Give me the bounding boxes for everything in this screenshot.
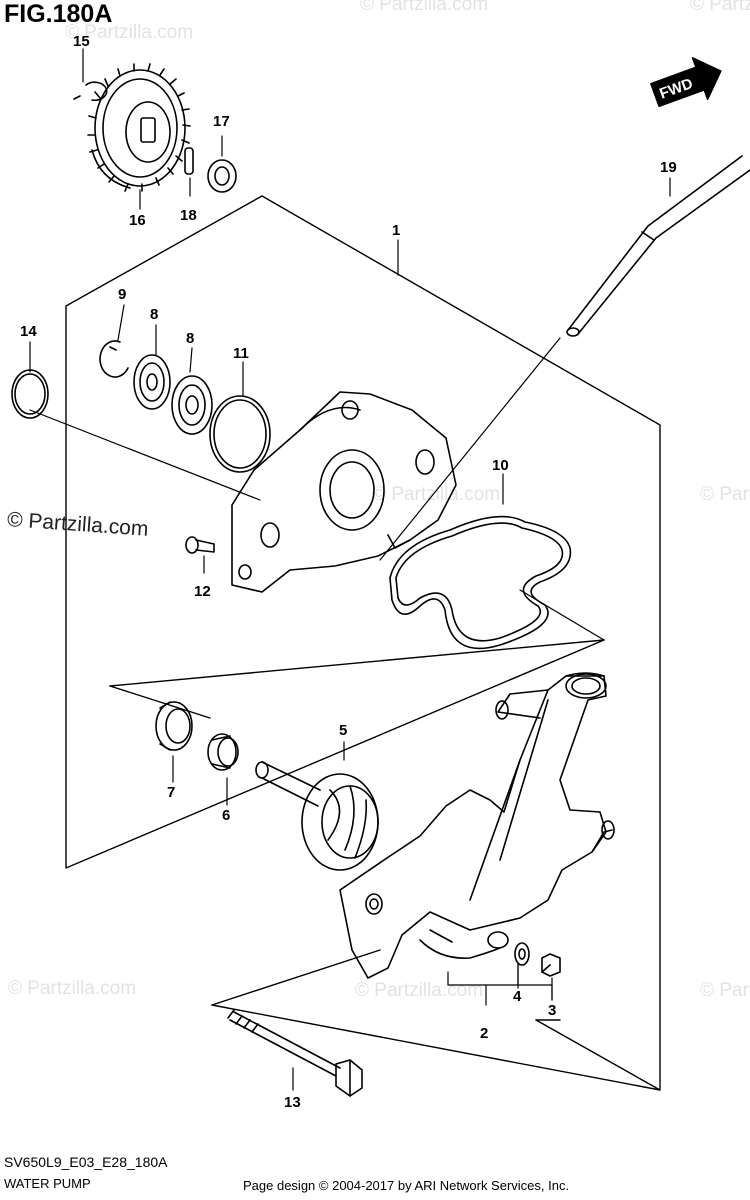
watermark: © Partzilla.com (700, 484, 750, 505)
part-1-pump-cover (231, 391, 457, 593)
page-credit: Page design © 2004-2017 by ARI Network S… (243, 1178, 570, 1193)
part-12-bolt (185, 536, 215, 554)
callout-19: 19 (660, 159, 677, 176)
part-8-bearing (171, 375, 213, 435)
callout-8b: 8 (186, 330, 195, 347)
callout-8a: 8 (150, 306, 159, 323)
figure-name: WATER PUMP (4, 1176, 91, 1191)
callout-1: 1 (392, 222, 401, 239)
part-11-o-ring (209, 395, 271, 473)
part-5-impeller-shaft (255, 761, 379, 871)
part-7-oil-seal (155, 701, 193, 751)
watermark: © Partzilla.com (65, 22, 194, 43)
watermark: © Partzilla.com (372, 484, 501, 505)
callout-12: 12 (194, 583, 211, 600)
callout-16: 16 (129, 212, 146, 229)
callout-10: 10 (492, 457, 509, 474)
callout-3: 3 (548, 1002, 557, 1019)
callout-5: 5 (339, 722, 348, 739)
watermark: © Partzilla.com (360, 0, 489, 15)
callout-11: 11 (233, 345, 249, 362)
callout-17: 17 (213, 113, 230, 130)
part-10-gasket (389, 515, 572, 650)
callout-4: 4 (513, 988, 522, 1005)
callout-18: 18 (180, 207, 197, 224)
leader-lines (29, 48, 671, 1091)
watermark: © Partzilla.com (690, 0, 750, 15)
fwd-arrow-icon: FWD (650, 57, 722, 108)
part-18-pin (184, 147, 194, 175)
assembly-outline (65, 195, 661, 1091)
part-13-long-bolt (227, 1009, 363, 1097)
callout-14: 14 (20, 323, 37, 340)
callout-bracket (447, 963, 553, 1001)
watermark: © Partzilla.com (700, 980, 750, 1001)
part-6-mechanical-seal (207, 733, 239, 771)
part-19-hose (566, 155, 750, 337)
callout-13: 13 (284, 1094, 301, 1111)
part-2-pump-body (339, 672, 615, 979)
callout-9: 9 (118, 286, 127, 303)
callout-7: 7 (167, 784, 176, 801)
part-16-drive-gear (87, 63, 191, 192)
figure-code: SV650L9_E03_E28_180A (4, 1154, 168, 1170)
part-4-washer (514, 942, 530, 966)
part-17-washer (207, 159, 237, 193)
watermark: © Partzilla.com (8, 978, 137, 999)
callout-6: 6 (222, 807, 231, 824)
callout-15: 15 (73, 33, 90, 50)
callout-2: 2 (480, 1025, 489, 1042)
figure-title: FIG.180A (4, 0, 113, 28)
part-9-circlip (99, 340, 129, 378)
part-8-bearing (133, 354, 171, 410)
part-3-bolt (541, 953, 561, 977)
part-14-o-ring (11, 369, 49, 419)
